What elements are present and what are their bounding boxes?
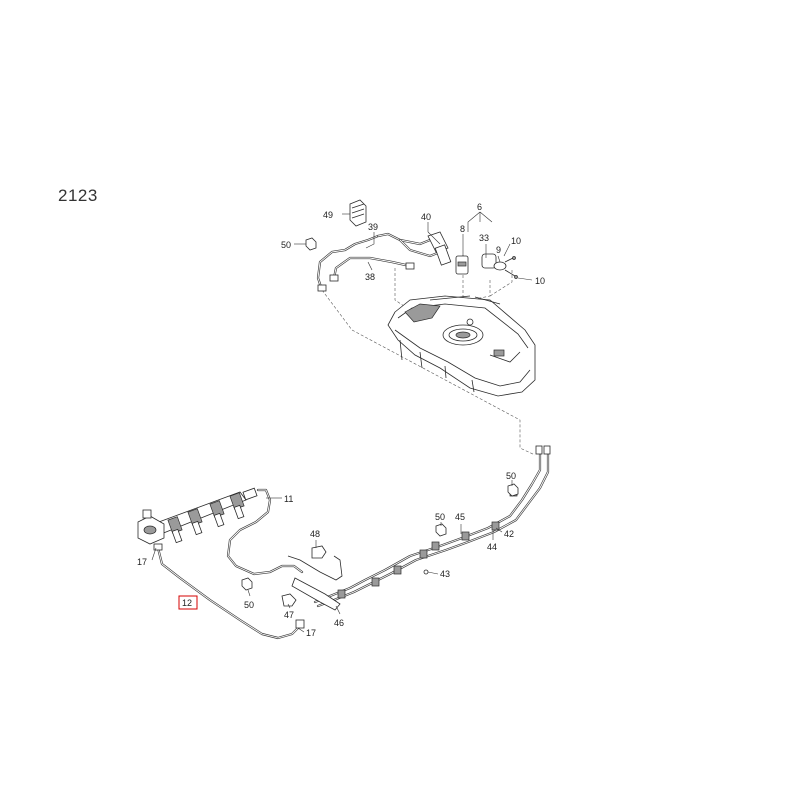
clip-47[interactable]	[281, 593, 297, 607]
callout-12-highlight	[178, 595, 198, 610]
callout-50-right[interactable]: 50	[506, 471, 516, 481]
fuel-tank[interactable]	[387, 295, 536, 397]
fuel-rail-injectors[interactable]	[137, 487, 258, 545]
callout-8[interactable]: 8	[460, 224, 465, 234]
callout-46[interactable]: 46	[334, 618, 344, 628]
injector	[229, 492, 245, 520]
callout-11[interactable]: 11	[284, 494, 293, 504]
callout-12[interactable]: 12	[182, 598, 192, 608]
callout-47[interactable]: 47	[284, 610, 294, 620]
upper-fuel-lines[interactable]	[316, 232, 442, 292]
callout-50-lower[interactable]: 50	[244, 600, 254, 610]
injector	[187, 508, 203, 536]
callout-labels: 49 50 39 40 6 8 33 9 10 10 38 11 50 50 4…	[137, 202, 545, 638]
pipe-12[interactable]	[153, 543, 305, 640]
nut-50-lower-right[interactable]	[435, 523, 447, 537]
callout-10-lower[interactable]: 10	[535, 276, 545, 286]
sender-parts[interactable]	[455, 253, 518, 279]
callout-40[interactable]: 40	[421, 212, 431, 222]
injector	[209, 500, 225, 528]
callout-6[interactable]: 6	[477, 202, 482, 212]
callout-49[interactable]: 49	[323, 210, 333, 220]
pipe-11[interactable]	[226, 488, 304, 576]
callout-44[interactable]: 44	[487, 542, 497, 552]
nut-50-right[interactable]	[507, 483, 519, 497]
callout-39[interactable]: 39	[368, 222, 378, 232]
diagram-number: 2123	[58, 186, 98, 205]
nut-50-lower-left[interactable]	[241, 577, 253, 591]
callout-42[interactable]: 42	[504, 529, 514, 539]
callout-33[interactable]: 33	[479, 233, 489, 243]
leader-lines	[151, 211, 533, 633]
underbody-fuel-lines[interactable]	[313, 445, 551, 608]
nut-50-upper[interactable]	[305, 237, 317, 251]
pipe-clip-49[interactable]	[349, 199, 367, 227]
callout-17-left[interactable]: 17	[137, 557, 147, 567]
callout-45[interactable]: 45	[455, 512, 465, 522]
clip-48[interactable]	[311, 545, 327, 559]
injector	[167, 516, 183, 544]
callout-50-mid[interactable]: 50	[435, 512, 445, 522]
callout-9[interactable]: 9	[496, 245, 501, 255]
callout-48[interactable]: 48	[310, 529, 320, 539]
callout-10-upper[interactable]: 10	[511, 236, 521, 246]
fuel-filter[interactable]	[427, 231, 452, 266]
callout-43[interactable]: 43	[440, 569, 450, 579]
callout-17-right[interactable]: 17	[306, 628, 316, 638]
bracket-46[interactable]	[287, 555, 343, 611]
callout-38[interactable]: 38	[365, 272, 375, 282]
callout-50-upper[interactable]: 50	[281, 240, 291, 250]
